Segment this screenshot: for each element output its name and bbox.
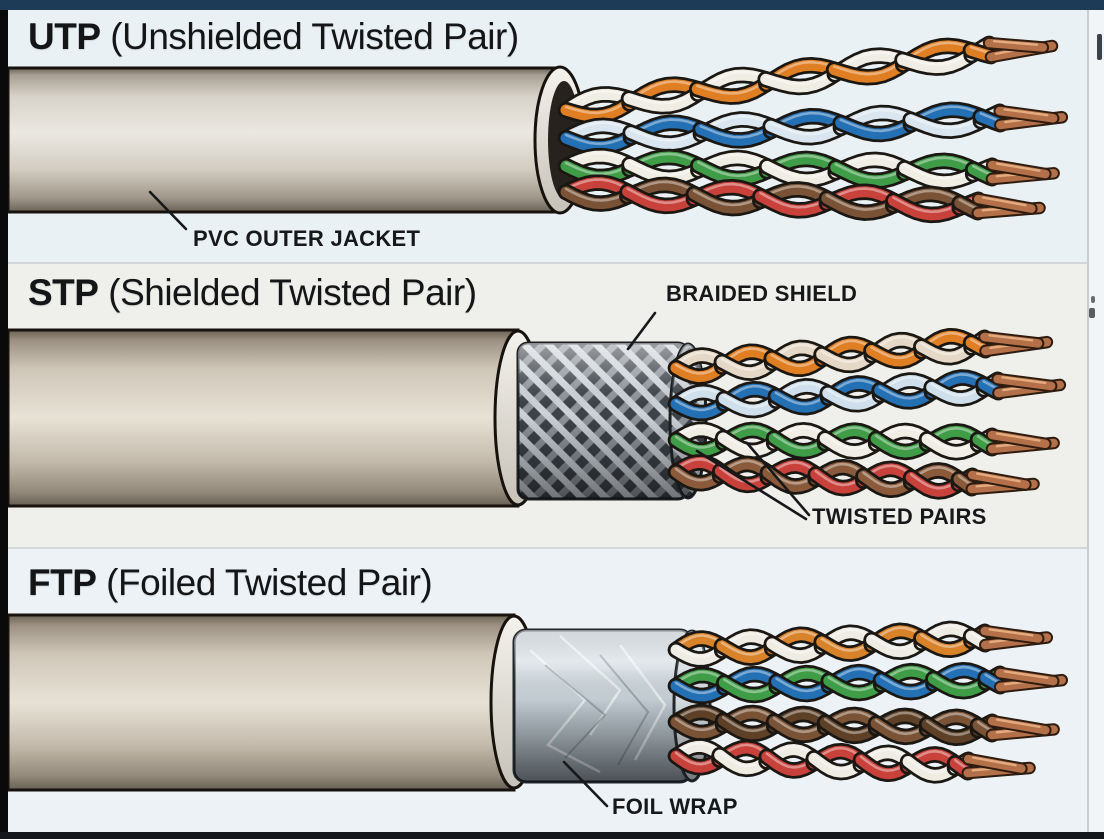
ftp-cable [6,613,1069,792]
right-panel-boundary-line [1087,10,1089,832]
ftp-pair-3 [667,703,1060,747]
utp-twisted-pairs [557,35,1069,224]
cropped-adjacent-glyph-top [1097,34,1102,60]
cropped-adjacent-glyph-mid1 [1091,296,1095,303]
stp-acronym: STP [28,272,99,313]
callout-pvc-outer-jacket: PVC OUTER JACKET [193,226,421,251]
callout-twisted-pairs: TWISTED PAIRS [812,504,987,529]
divider-stp-ftp [0,547,1104,549]
stp-section-title: STP (Shielded Twisted Pair) [28,272,477,314]
ftp-pair-4 [667,738,1036,784]
stp-cable [6,327,1067,508]
stp-pair-2 [667,369,1067,422]
stp-title-rest: (Shielded Twisted Pair) [108,272,477,313]
ftp-section-title: FTP (Foiled Twisted Pair) [28,562,433,604]
ftp-pair-2 [667,661,1069,705]
utp-acronym: UTP [28,16,101,57]
utp-title-rest: (Unshielded Twisted Pair) [110,16,519,57]
stp-braid-shading [518,343,688,499]
callout-leader-lines [148,190,811,808]
ftp-pair-1 [667,620,1054,668]
stp-pvc-jacket [6,328,520,508]
ftp-title-rest: (Foiled Twisted Pair) [106,562,433,603]
leader-twisted-pairs-2 [745,441,811,517]
utp-pair-4 [557,174,1046,224]
utp-pair-1 [557,35,1059,125]
ftp-foil-shading [514,630,692,782]
utp-section-title: UTP (Unshielded Twisted Pair) [28,16,519,58]
ftp-twisted-pairs [667,620,1069,784]
divider-utp-stp [0,262,1104,264]
left-frame-bar [0,10,8,832]
stp-pair-4 [667,454,1040,500]
bottom-frame-bar [0,832,1104,839]
utp-cable [6,35,1069,224]
utp-pvc-jacket [6,66,562,214]
stp-pair-1 [667,327,1054,385]
ftp-acronym: FTP [28,562,97,603]
leader-braided-shield [626,311,657,351]
callout-foil-wrap: FOIL WRAP [612,794,738,819]
leader-pvc-outer-jacket [148,190,188,231]
stp-pair-3 [667,421,1060,461]
cropped-adjacent-panel-strip [1089,10,1104,832]
callout-braided-shield: BRAIDED SHIELD [666,281,858,306]
top-frame-bar [0,0,1104,10]
stp-twisted-pairs [667,327,1067,500]
leader-twisted-pairs-1 [695,449,808,521]
utp-pair-2 [557,101,1069,156]
cropped-adjacent-glyph-mid2 [1089,308,1095,318]
leader-foil-wrap [562,760,609,808]
ftp-pvc-jacket [6,613,516,792]
utp-pair-3 [557,147,1060,191]
